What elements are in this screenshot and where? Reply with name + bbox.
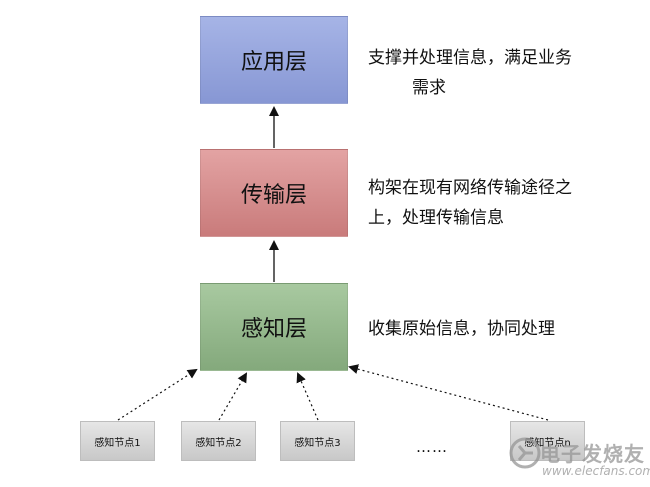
sensing-node-2: 感知节点2 xyxy=(181,421,256,461)
more-nodes-ellipsis: …… xyxy=(416,438,448,456)
watermark-text: 电子发烧友 xyxy=(540,442,645,466)
application-description-line2: 需求 xyxy=(412,78,446,98)
transport-layer-box: 传输层 xyxy=(200,149,348,237)
application-layer-label: 应用层 xyxy=(240,50,307,75)
dotted-arrow-node2 xyxy=(218,372,248,421)
transport-layer-description: 构架在现有网络传输途径之 上，处理传输信息 xyxy=(368,173,608,233)
transport-layer-label: 传输层 xyxy=(240,183,307,208)
perception-layer-description: 收集原始信息，协同处理 xyxy=(368,314,608,344)
watermark-logo-icon xyxy=(509,437,541,469)
dotted-arrow-node3 xyxy=(296,372,319,421)
transport-description-line2: 上，处理传输信息 xyxy=(368,208,504,228)
perception-layer-box: 感知层 xyxy=(200,283,348,371)
sensing-node-3-label: 感知节点3 xyxy=(294,437,341,449)
perception-layer-label: 感知层 xyxy=(240,317,307,342)
watermark-url: www.elecfans.com xyxy=(542,464,650,478)
watermark: 电子发烧友 www.elecfans.com xyxy=(508,436,650,484)
sensing-node-n-label: 感知节点n xyxy=(524,437,571,449)
perception-description-line1: 收集原始信息，协同处理 xyxy=(368,319,555,339)
sensing-node-2-label: 感知节点2 xyxy=(195,437,242,449)
sensing-node-1: 感知节点1 xyxy=(80,421,155,461)
dotted-arrow-noden xyxy=(348,364,549,421)
sensing-node-3: 感知节点3 xyxy=(280,421,355,461)
sensing-node-1-label: 感知节点1 xyxy=(94,437,141,449)
application-description-line1: 支撑并处理信息，满足业务 xyxy=(368,48,572,68)
dotted-arrow-node1 xyxy=(117,368,198,421)
transport-description-line1: 构架在现有网络传输途径之 xyxy=(368,178,572,198)
application-layer-box: 应用层 xyxy=(200,16,348,104)
application-layer-description: 支撑并处理信息，满足业务 需求 xyxy=(368,43,608,103)
